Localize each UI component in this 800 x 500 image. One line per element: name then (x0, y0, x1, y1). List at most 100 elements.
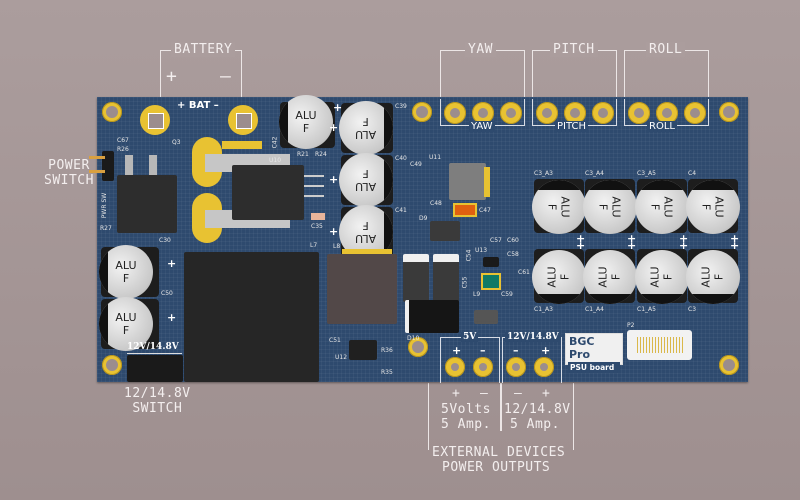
motor-pad[interactable] (444, 102, 466, 124)
cap-plus: + (730, 239, 740, 252)
motor-pad[interactable] (684, 102, 706, 124)
motor-pad[interactable] (536, 102, 558, 124)
output-5v-minus-pad[interactable] (473, 357, 493, 377)
power-switch-header[interactable] (102, 151, 114, 181)
ref-r36: R36 (381, 347, 393, 354)
switch-12v[interactable] (127, 355, 183, 382)
12v-silk: 12V/14.8V (505, 332, 561, 342)
ref-c1-a3: C1_A3 (534, 306, 553, 313)
ref-r35: R35 (381, 369, 393, 376)
ref-c67: C67 (117, 137, 129, 144)
q3-tab-left (125, 155, 133, 175)
ref-c59: C59 (501, 291, 513, 298)
cap-plus: + (627, 239, 637, 252)
outputs-bracket (428, 383, 574, 450)
pcb-board: + BAT – YAW PITCH ROLL PWR SW C67 R26 Q3… (89, 95, 748, 383)
bgc-logo: BGC Pro PSU board (565, 333, 623, 373)
ref-r21: R21 (297, 151, 309, 158)
output-5v-plus-pad[interactable] (445, 357, 465, 377)
mount-hole-bottom (408, 337, 428, 357)
5v-silk: 5V (461, 332, 479, 342)
pitch-bracket (532, 50, 617, 97)
ref-c48: C48 (430, 200, 442, 207)
c30-plus: + (167, 257, 177, 270)
battery-label: BATTERY (171, 42, 236, 57)
c30-pad-strip (222, 141, 262, 149)
ref-l9: L9 (473, 291, 481, 298)
mount-hole-tl (102, 102, 122, 122)
motor-pad[interactable] (656, 102, 678, 124)
pitch-label: PITCH (550, 42, 598, 57)
cap-plus: + (679, 232, 689, 245)
ref-c3-a4: C3_A4 (585, 170, 604, 177)
ref-c61: C61 (518, 269, 530, 276)
logo-subtitle: PSU board (568, 362, 620, 373)
switch-12v-silk-line (127, 353, 182, 354)
l9-inductor (481, 273, 501, 290)
ref-c54: C54 (465, 249, 473, 262)
ref-l7: L7 (310, 242, 318, 249)
ref-c35: C35 (311, 223, 323, 230)
motor-pad[interactable] (628, 102, 650, 124)
roll-silk: ROLL (647, 121, 677, 132)
ref-d10: D10 (407, 335, 420, 342)
motor-pad[interactable] (592, 102, 614, 124)
u10-regulator (232, 165, 304, 220)
ref-u11: U11 (429, 154, 442, 161)
motor-pad[interactable] (472, 102, 494, 124)
ref-c1-a4: C1_A4 (585, 306, 604, 313)
out-5v-minus: – (480, 386, 489, 401)
pwr-sw-silk: PWR SW (101, 192, 109, 219)
ref-c41: C41 (395, 207, 407, 214)
logo-title: BGC Pro (569, 335, 595, 361)
cap-plus: + (730, 232, 740, 245)
out-5v-amps: 5 Amp. (441, 417, 491, 432)
battery-plus-pad[interactable] (140, 105, 170, 135)
switch-12v-line2: SWITCH (132, 401, 183, 416)
mount-hole-br (719, 355, 739, 375)
battery-minus-pad[interactable] (228, 105, 258, 135)
big-inductor (184, 252, 319, 382)
ref-c3-a3: C3_A3 (534, 170, 553, 177)
mosfet-1 (403, 254, 429, 302)
yaw-label: YAW (465, 42, 496, 57)
power-switch-line2: SWITCH (44, 173, 94, 188)
cap-plus: + (329, 121, 339, 134)
ref-c49: C49 (410, 161, 422, 168)
output-12v-minus-pad[interactable] (506, 357, 526, 377)
cap-plus: + (576, 239, 586, 252)
power-switch-label: POWER SWITCH (44, 158, 94, 188)
ref-r26: R26 (117, 146, 129, 153)
ref-c50: C50 (161, 290, 173, 297)
p2-pins (637, 337, 683, 353)
ref-c47: C47 (479, 207, 491, 214)
ref-u10: U10 (269, 157, 282, 164)
bat-silk: + BAT – (177, 100, 219, 111)
u11-chip (449, 163, 486, 200)
output-12v-plus-pad[interactable] (534, 357, 554, 377)
switch-pin-1 (89, 156, 105, 159)
5v-plus-silk: + (452, 344, 462, 357)
out-5v-volts: 5Volts (441, 402, 491, 417)
ref-c60: C60 (507, 237, 519, 244)
c35-pad (311, 213, 325, 220)
cap-plus: + (329, 173, 339, 186)
ref-c58: C58 (507, 251, 519, 258)
c47-cap (453, 203, 477, 217)
ref-c40: C40 (395, 155, 407, 162)
roll-label: ROLL (646, 42, 686, 57)
cap-plus: + (329, 225, 339, 238)
motor-pad[interactable] (500, 102, 522, 124)
out-12v-volts: 12/14.8V (504, 402, 571, 417)
motor-pad[interactable] (564, 102, 586, 124)
